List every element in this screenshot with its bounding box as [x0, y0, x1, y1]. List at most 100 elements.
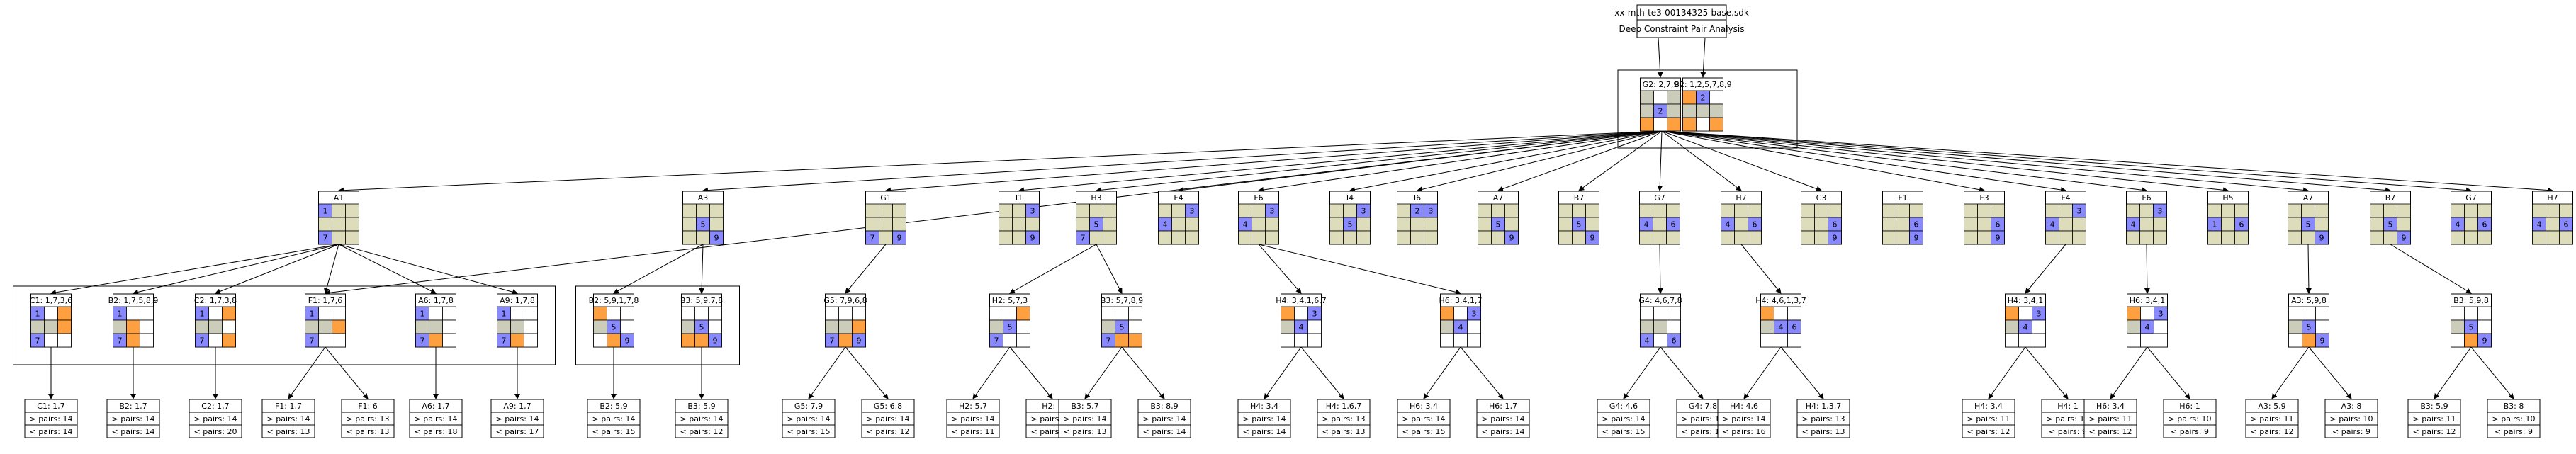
- candidate-digit: 6: [1792, 323, 1797, 332]
- grid-cell: [2221, 203, 2235, 218]
- candidate-digit: 9: [713, 336, 718, 346]
- grid-cell: [2126, 230, 2140, 245]
- leaf-forward-pairs: > pairs: 14: [496, 414, 539, 424]
- node-b3a: B3: 5,9,7,859: [680, 293, 723, 348]
- leaf-node: H4: 3,4> pairs: 14< pairs: 14: [1237, 399, 1291, 438]
- grid-cell: [415, 319, 429, 334]
- leaf-title: B3: 8,9: [1150, 402, 1178, 411]
- leaf-forward-pairs: > pairs: 14: [415, 414, 458, 424]
- candidate-digit: 6: [2482, 220, 2487, 229]
- leaf-forward-pairs: > pairs: 13: [347, 414, 390, 424]
- grid-cell: [2315, 203, 2329, 218]
- leaf-node: H6: 1> pairs: 10< pairs: 9: [2163, 399, 2217, 438]
- grid-cell: [1012, 217, 1026, 232]
- leaf-node: A3: 5,9> pairs: 11< pairs: 12: [2245, 399, 2299, 438]
- grid-cell: [2451, 203, 2465, 218]
- grid-cell: [2546, 217, 2560, 232]
- grid-cell: [852, 319, 866, 334]
- leaf-forward-pairs: > pairs: 14: [1064, 414, 1107, 424]
- leaf-forward-pairs: > pairs: 10: [2047, 414, 2090, 424]
- edge-level2: [1497, 130, 1663, 192]
- grid-cell: [140, 319, 154, 334]
- leaf-title: A9: 1,7: [503, 402, 531, 411]
- grid-cell: [1453, 306, 1468, 321]
- leaf-forward-pairs: > pairs: 11: [2089, 414, 2132, 424]
- grid-cell: [1424, 230, 1438, 245]
- node-h4a: H4: 3,4,1,6,734: [1276, 293, 1327, 348]
- edge-to-leaf: [2110, 346, 2148, 399]
- candidate-digit: 9: [1590, 234, 1595, 243]
- node-l1a: G2: 2,7,92: [1640, 77, 1681, 132]
- leaf-backward-pairs: < pairs: 15: [592, 427, 636, 436]
- edge-to-leaf: [1423, 346, 1461, 399]
- grid-cell: [2139, 217, 2154, 232]
- edge-to-leaf: [288, 346, 326, 399]
- grid-cell: [1016, 306, 1030, 321]
- candidate-digit: 7: [420, 336, 425, 346]
- grid-cell: [1653, 319, 1667, 334]
- candidate-digit: 5: [701, 220, 706, 229]
- grid-cell: [2559, 203, 2573, 218]
- grid-cell: [1991, 230, 2005, 245]
- grid-cell: [1585, 217, 1599, 232]
- grid-cell: [682, 217, 697, 232]
- candidate-digit: 6: [2239, 220, 2244, 229]
- grid-cell: [1003, 333, 1017, 348]
- grid-cell: [708, 333, 722, 348]
- edge-level2: [1661, 130, 1985, 193]
- leaf-backward-pairs: < pairs: 14: [1482, 427, 1525, 436]
- leaf-forward-pairs: > pairs: 14: [1243, 414, 1286, 424]
- grid-cell: [2005, 319, 2019, 334]
- edge-level2: [1258, 130, 1663, 193]
- candidate-digit: 7: [994, 336, 999, 346]
- candidate-digit: 9: [2482, 336, 2487, 346]
- node-title: B7: [1574, 193, 1585, 203]
- edge-level3: [699, 244, 705, 294]
- grid-cell: [1572, 203, 1586, 218]
- candidate-digit: 1: [310, 310, 315, 319]
- grid-cell: [838, 333, 853, 348]
- grid-cell: [2301, 203, 2315, 218]
- grid-cell: [1467, 319, 1481, 334]
- edge-level3: [338, 244, 437, 294]
- candidate-digit: 9: [1509, 234, 1514, 243]
- grid-cell: [865, 203, 879, 218]
- leaf-frame: [2487, 399, 2541, 438]
- edge-level3: [133, 244, 339, 295]
- edge-level2: [338, 130, 1663, 193]
- leaf-forward-pairs: > pairs: 11: [2251, 414, 2294, 424]
- grid-cell: [1828, 230, 1842, 245]
- grid-cell: [989, 319, 1003, 334]
- leaf-frame: [1137, 399, 1191, 438]
- leaf-backward-pairs: < pairs: 17: [496, 427, 539, 436]
- grid-cell: [2451, 306, 2465, 321]
- grid-cell: [318, 333, 332, 348]
- leaf-forward-pairs: > pairs: 14: [592, 414, 636, 424]
- grid-cell: [2397, 230, 2411, 245]
- candidate-digit: 9: [714, 234, 719, 243]
- grid-cell: [126, 319, 140, 334]
- leaf-backward-pairs: < pairs: 15: [787, 427, 831, 436]
- grid-cell: [1748, 203, 1762, 218]
- candidate-digit: 5: [699, 323, 704, 332]
- leaf-node: B3: 8> pairs: 10< pairs: 9: [2487, 399, 2541, 438]
- edge-to-leaf: [1780, 346, 1824, 399]
- grid-cell: [126, 333, 140, 348]
- grid-cell: [2451, 230, 2465, 245]
- node-b3b: B3: 5,7,8,957: [1101, 293, 1143, 348]
- leaf-forward-pairs: > pairs: 14: [1723, 414, 1766, 424]
- grid-cell: [524, 306, 538, 321]
- node-title: F6: [2142, 193, 2151, 203]
- grid-cell: [1760, 306, 1774, 321]
- leaf-node: F1: 6> pairs: 13< pairs: 13: [341, 399, 395, 438]
- leaf-forward-pairs: > pairs: 14: [787, 414, 831, 424]
- node-c2: C2: 1,7,3,817: [194, 293, 237, 348]
- grid-cell: [208, 333, 223, 348]
- grid-cell: [332, 306, 346, 321]
- grid-cell: [1909, 203, 1923, 218]
- grid-cell: [1025, 217, 1040, 232]
- grid-cell: [2370, 230, 2384, 245]
- grid-cell: [2288, 306, 2302, 321]
- grid-cell: [1003, 306, 1017, 321]
